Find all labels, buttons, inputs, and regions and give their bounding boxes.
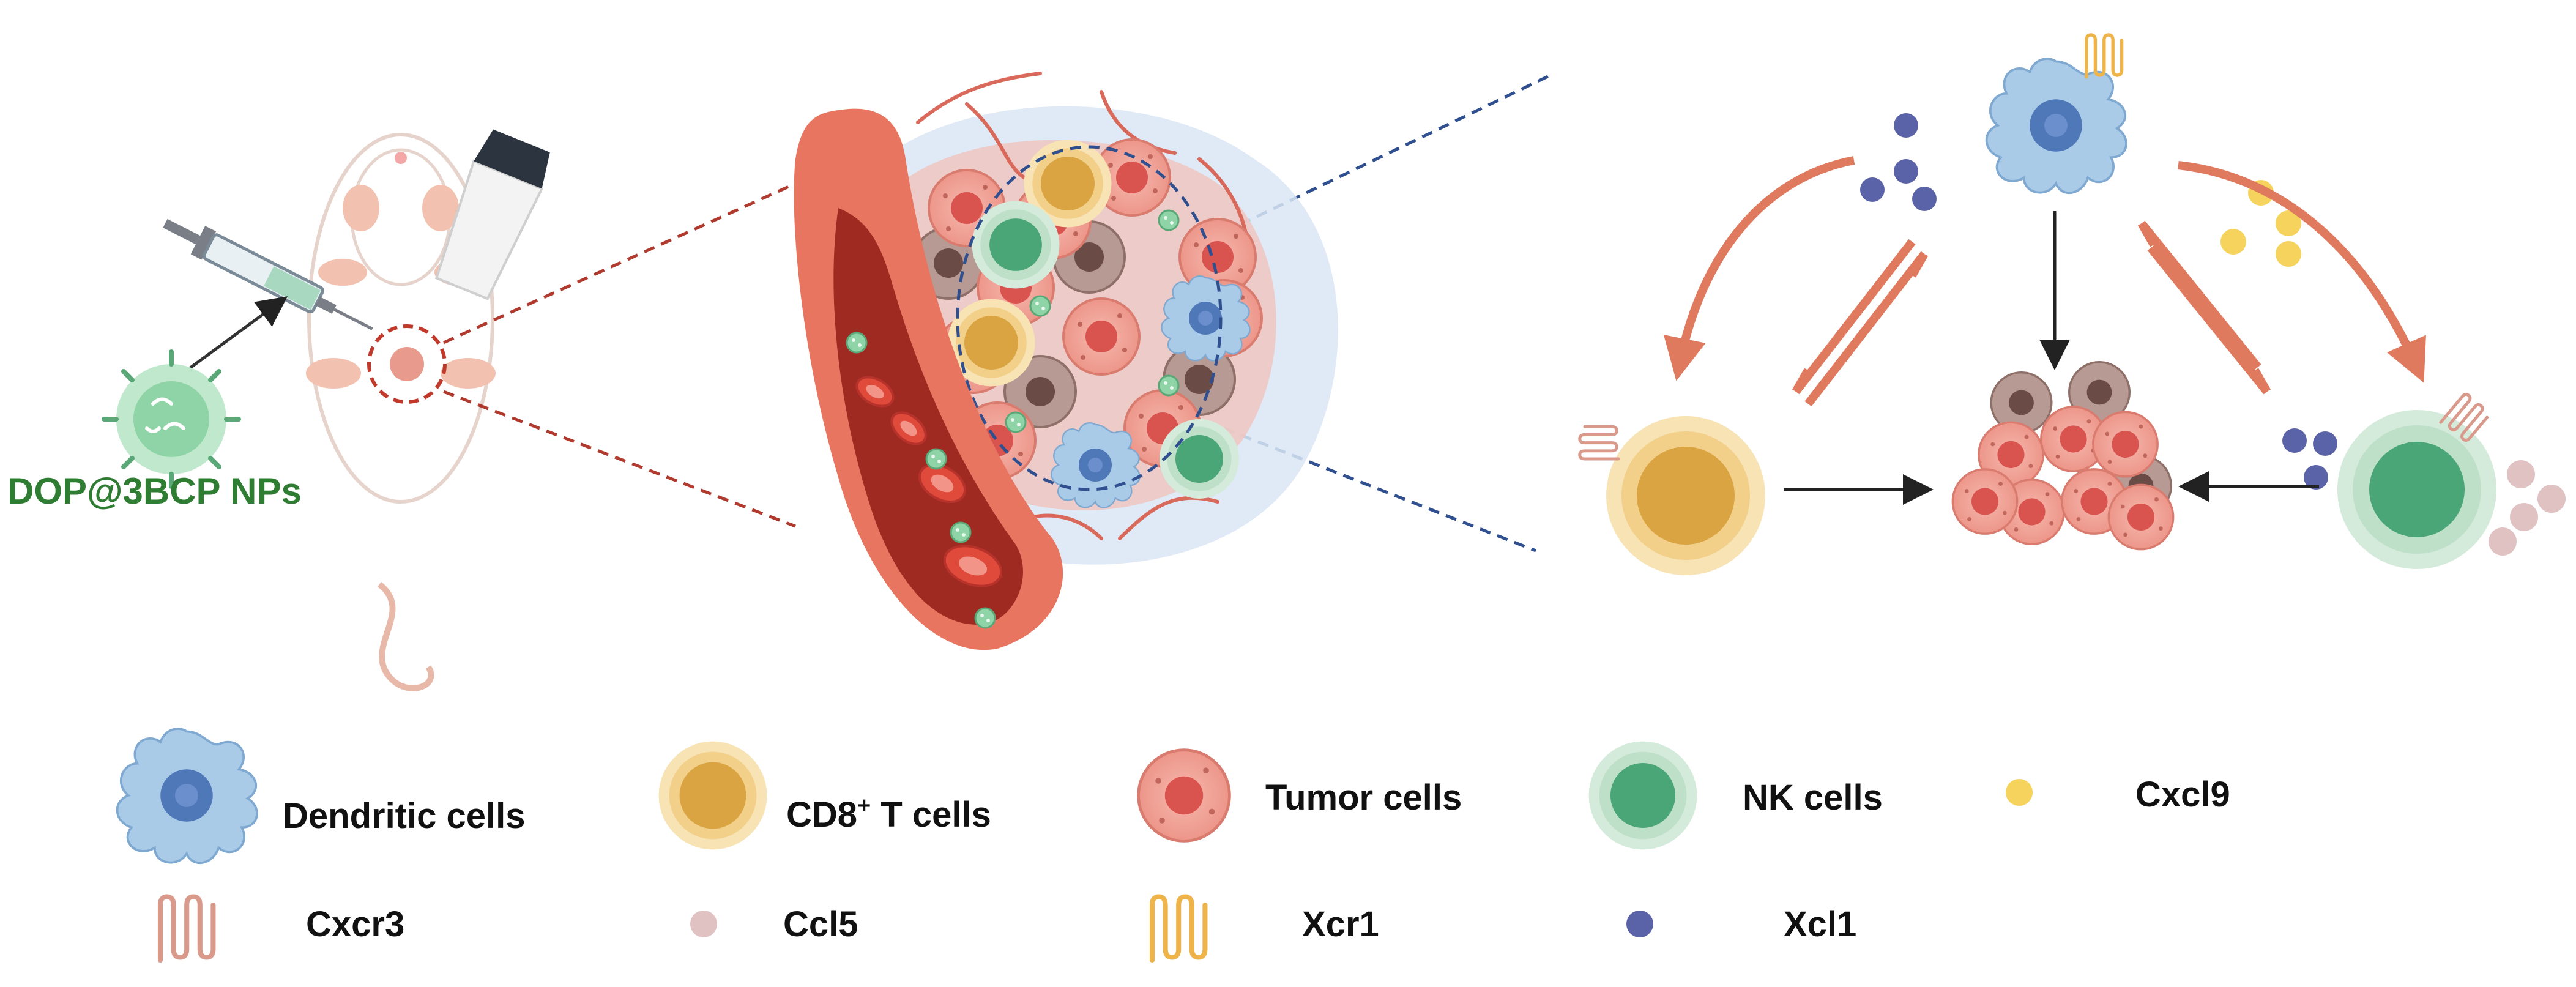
legend-label-cxcl9: Cxcl9 bbox=[2135, 775, 2230, 814]
ccl5-molecules bbox=[2489, 460, 2566, 556]
nanoparticle-icon bbox=[102, 349, 241, 489]
mechanism-arrows bbox=[1663, 156, 2426, 505]
nanoparticle-label: DOP@3BCP NPs bbox=[7, 471, 302, 512]
legend-label-xcl1: Xcl1 bbox=[1784, 904, 1857, 944]
xcl1-molecules bbox=[1860, 113, 2337, 490]
legend-label-ccl5: Ccl5 bbox=[783, 904, 858, 944]
legend-label-xcr1: Xcr1 bbox=[1302, 904, 1379, 944]
tumor-site-marker bbox=[367, 324, 447, 404]
legend-label-cd8-t-cells: CD8+ T cells bbox=[786, 794, 991, 833]
blood-vessel bbox=[794, 108, 1063, 650]
legend-label-cxcr3: Cxcr3 bbox=[306, 904, 405, 944]
mechanism-tumor-cluster bbox=[1952, 362, 2173, 549]
legend-cd8-icon bbox=[658, 741, 767, 850]
legend-cxcr3-icon bbox=[160, 897, 213, 961]
legend-tumor-icon bbox=[1139, 750, 1230, 841]
zoom-lines-left bbox=[442, 182, 797, 528]
legend-label-tumor-cells: Tumor cells bbox=[1265, 778, 1462, 818]
legend-xcl1-icon bbox=[1626, 911, 1653, 937]
cd8-suffix: T cells bbox=[871, 795, 991, 835]
mechanism-nk-cell bbox=[2337, 393, 2496, 569]
cxcl9-molecules bbox=[2220, 180, 2301, 267]
legend-label-dendritic-cells: Dendritic cells bbox=[283, 796, 526, 836]
np-to-syringe-arrow bbox=[177, 296, 288, 378]
syringe-icon bbox=[163, 218, 373, 330]
legend-icons bbox=[116, 728, 2033, 961]
mechanism-cd8-t-cell bbox=[1580, 416, 1765, 575]
legend-dendritic-icon bbox=[116, 728, 258, 865]
legend-cxcl9-icon bbox=[2006, 779, 2033, 806]
legend-xcr1-icon bbox=[1152, 897, 1205, 961]
legend-nk-icon bbox=[1588, 741, 1697, 850]
cd8-superscript: + bbox=[857, 793, 871, 819]
ultrasound-probe-icon bbox=[434, 129, 550, 300]
legend-ccl5-icon bbox=[690, 911, 717, 937]
zoom-region bbox=[956, 145, 1223, 491]
legend-label-nk-cells: NK cells bbox=[1743, 778, 1883, 818]
mechanism-dendritic-cell bbox=[1985, 35, 2127, 195]
cd8-prefix: CD8 bbox=[786, 795, 858, 835]
